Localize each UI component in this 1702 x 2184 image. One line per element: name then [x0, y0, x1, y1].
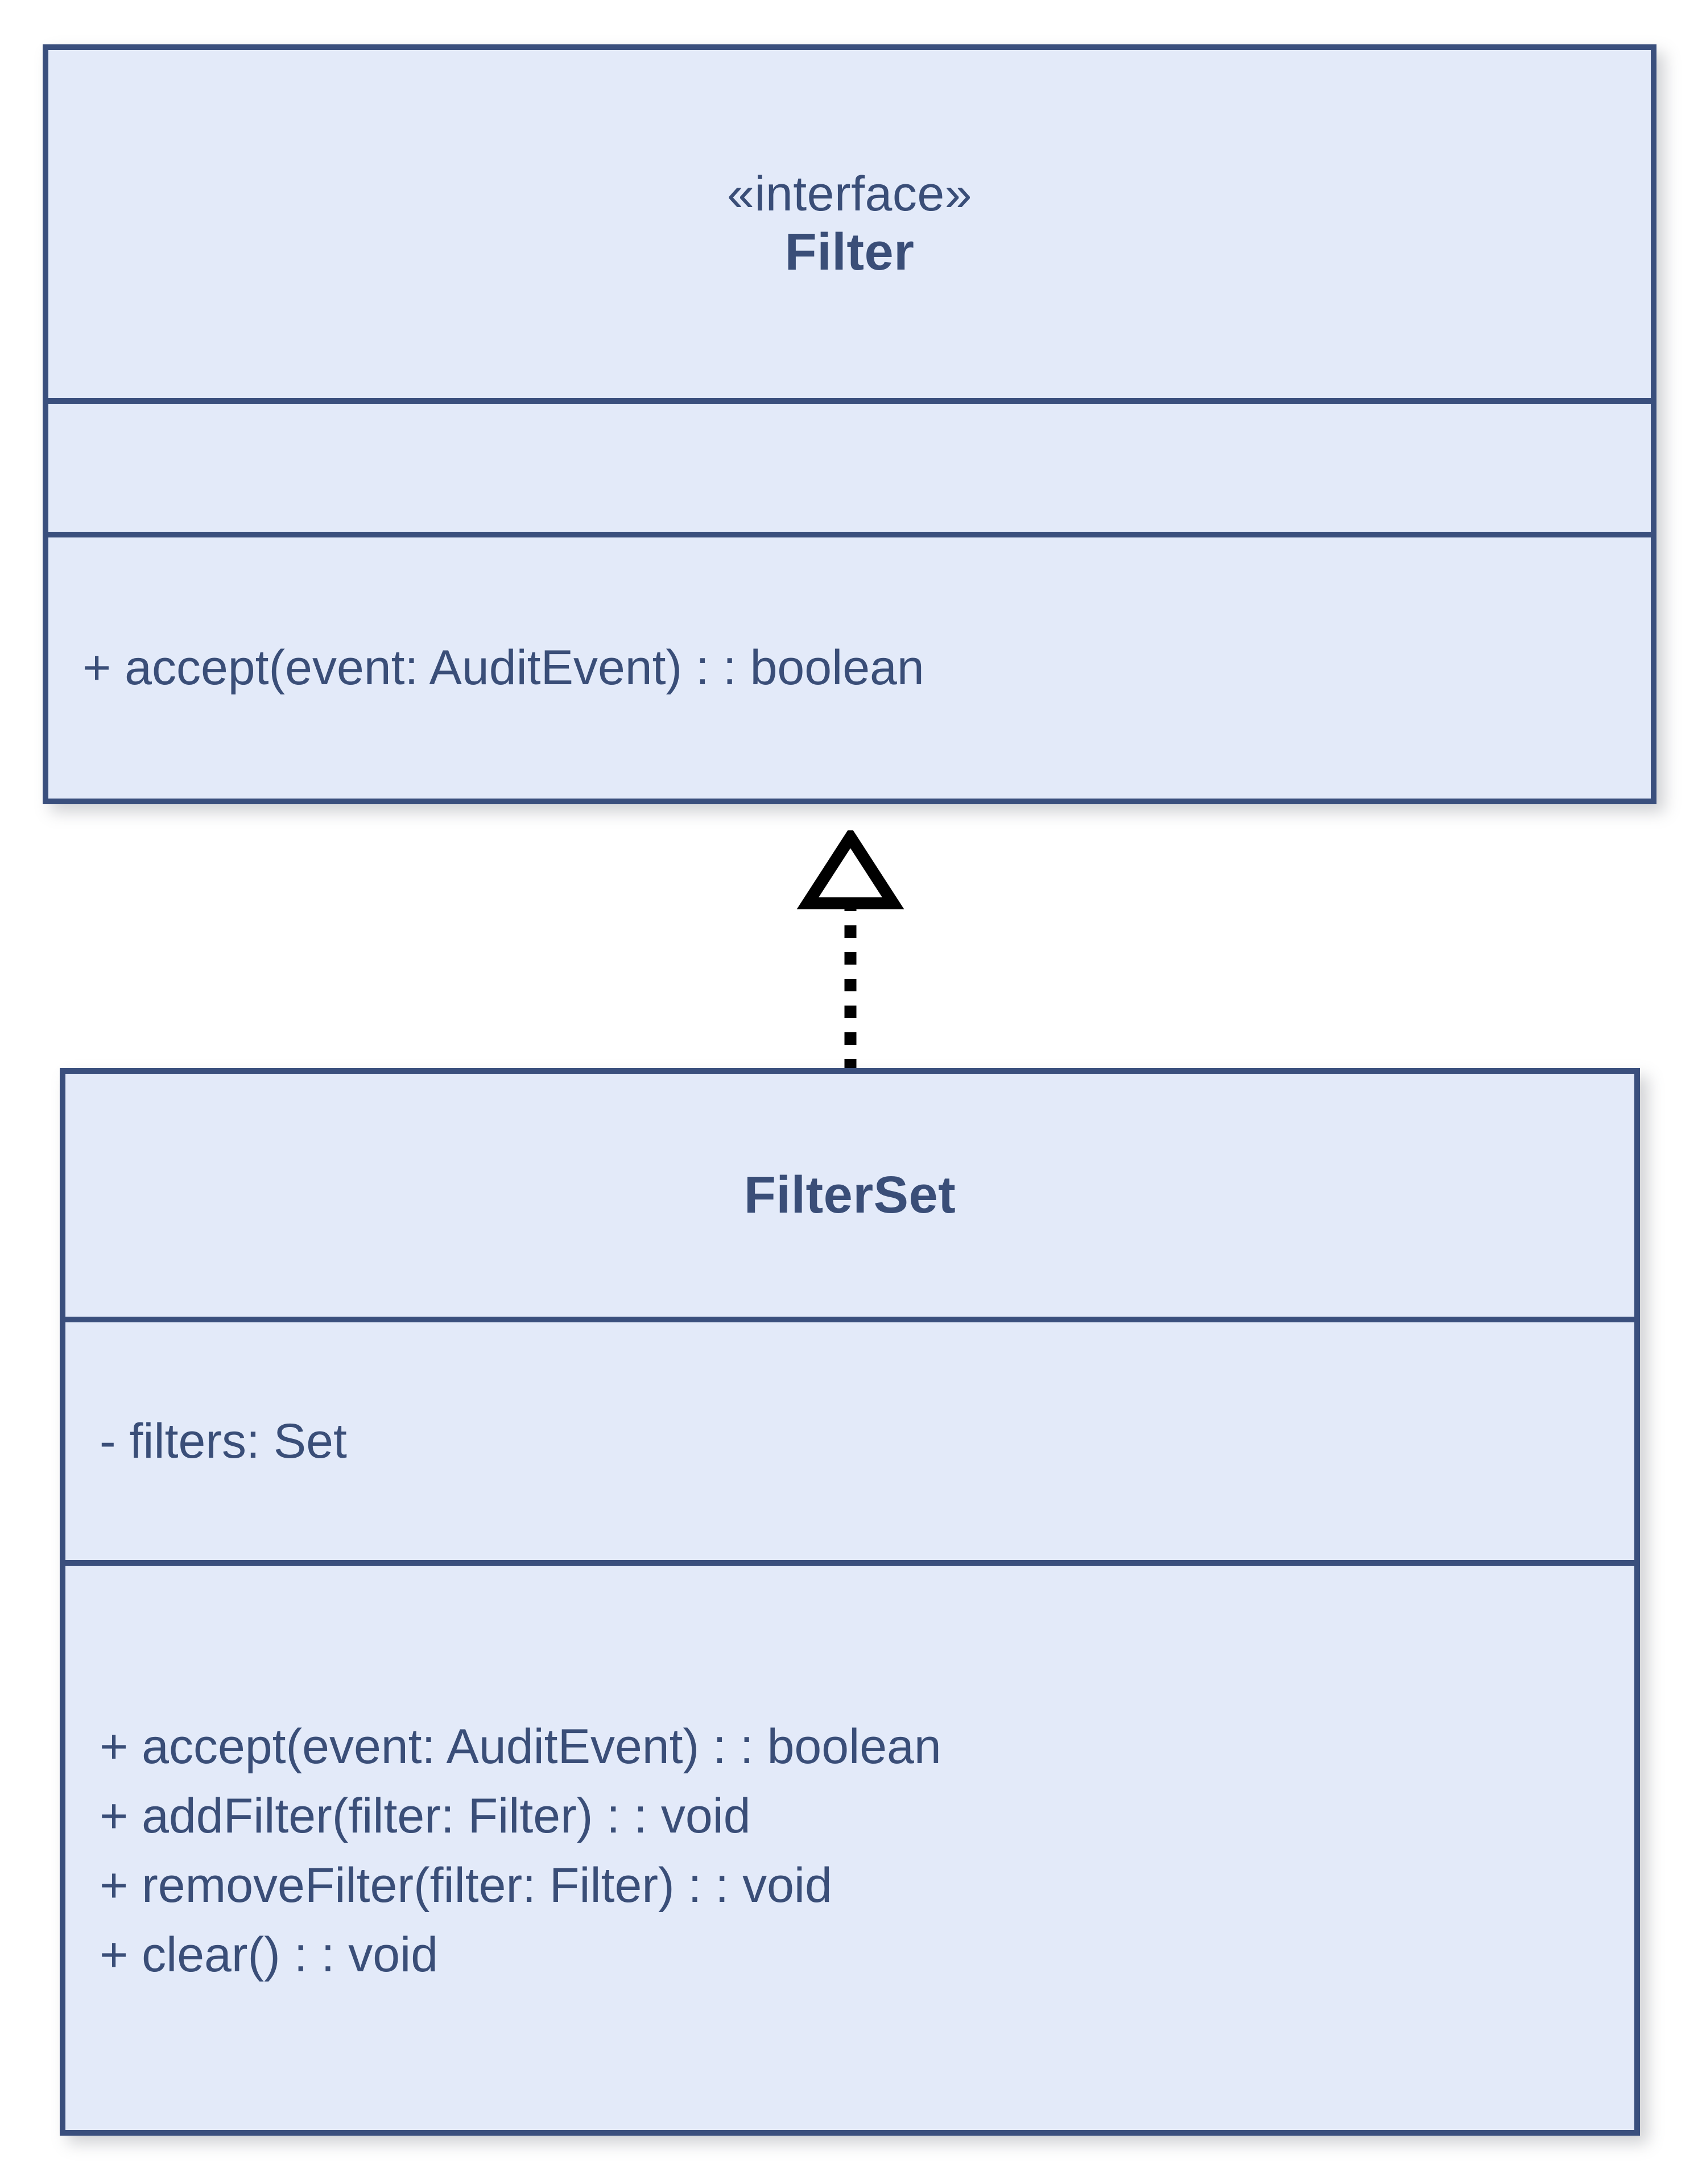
- attribute-list-filter: [48, 404, 1651, 532]
- operations-compartment-filter: + accept(event: AuditEvent) : : boolean: [48, 532, 1651, 799]
- class-title-filter: Filter: [784, 222, 915, 281]
- operation-item: + accept(event: AuditEvent) : : boolean: [82, 640, 924, 696]
- attributes-compartment-filter: [48, 398, 1651, 532]
- class-box-filter[interactable]: «interface» Filter + accept(event: Audit…: [43, 44, 1656, 804]
- class-box-filterset[interactable]: FilterSet - filters: Set + accept(event:…: [60, 1068, 1640, 2136]
- class-stereotype-filter: «interface»: [726, 166, 972, 221]
- operations-compartment-filterset: + accept(event: AuditEvent) : : boolean …: [65, 1560, 1634, 2136]
- operation-item: + removeFilter(filter: Filter) : : void: [100, 1858, 832, 1913]
- operation-item: + addFilter(filter: Filter) : : void: [100, 1788, 751, 1843]
- operation-list-filterset: + accept(event: AuditEvent) : : boolean …: [65, 1566, 1634, 2136]
- operation-list-filter: + accept(event: AuditEvent) : : boolean: [48, 537, 1651, 799]
- operation-item: + clear() : : void: [100, 1927, 439, 1983]
- class-name-compartment-filter: «interface» Filter: [48, 50, 1651, 398]
- hollow-triangle-arrowhead-icon: [796, 830, 904, 909]
- class-title-filterset: FilterSet: [743, 1165, 956, 1224]
- attributes-compartment-filterset: - filters: Set: [65, 1317, 1634, 1560]
- class-name-compartment-filterset: FilterSet: [65, 1074, 1634, 1317]
- realization-connector-filterset-to-filter: [796, 830, 904, 1073]
- attribute-item: - filters: Set: [100, 1413, 347, 1469]
- operation-item: + accept(event: AuditEvent) : : boolean: [100, 1719, 941, 1774]
- attribute-list-filterset: - filters: Set: [65, 1322, 1634, 1560]
